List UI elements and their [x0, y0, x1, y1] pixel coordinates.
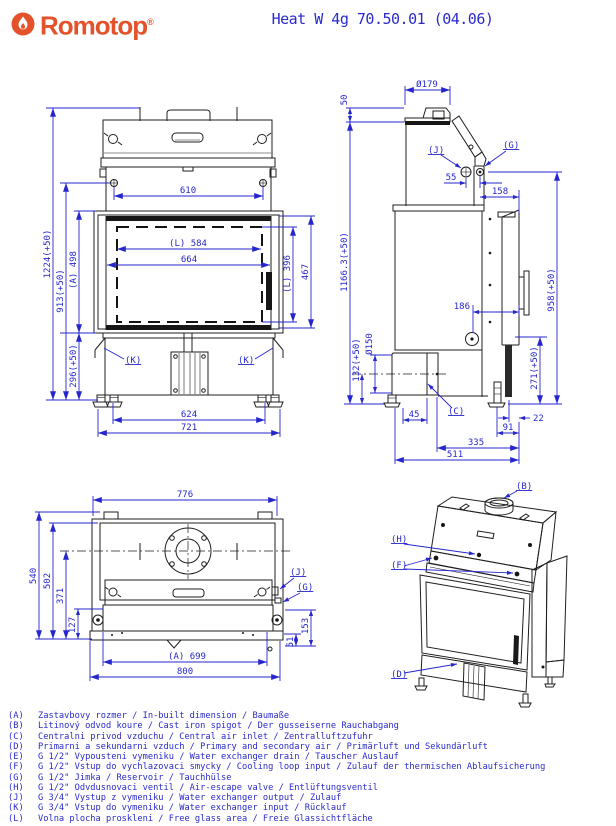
dim-top-502: 502	[43, 573, 53, 589]
dim-front-1224: 1224(+50)	[43, 230, 53, 279]
dim-top-51: 51	[286, 637, 296, 648]
label-iso-h: (H)	[391, 535, 407, 545]
dim-front-664: 664	[181, 255, 197, 265]
free-glass-area	[116, 226, 263, 323]
legend-text: G 1/2" Odvdusnovaci ventil / Air-escape …	[38, 782, 378, 793]
legend-item: (B) Litinový odvod koure / Cast iron spig…	[8, 721, 545, 731]
dim-front-624: 624	[181, 410, 197, 420]
legend-text: Primarni a sekundarni vzduch / Primary a…	[38, 741, 488, 752]
dim-front-610: 610	[180, 186, 196, 196]
legend-item: (C) Centralni privod vzduchu / Central ai…	[8, 732, 545, 742]
legend-item: (F) G 1/2" Vstup do vychlazovaci smycky /…	[8, 762, 545, 772]
legend-item: (D) Primarni a sekundarni vzduch / Primar…	[8, 742, 545, 752]
legend-key: (E)	[8, 752, 24, 762]
legend-text: G 1/2" Jimka / Reservoir / Tauchhülse	[38, 772, 232, 783]
legend-text: G 3/4" Vstup do vymeniku / Water exchang…	[38, 803, 347, 814]
dim-front-498: (A) 498	[69, 251, 79, 289]
dim-side-150: Ø150	[364, 333, 375, 355]
dim-front-296: 296(+50)	[69, 344, 79, 387]
legend-item: (L) Volna plocha proskleni / Free glass a…	[8, 814, 545, 824]
legend-key: (K)	[8, 803, 24, 814]
label-top-g: (G)	[297, 583, 313, 593]
legend-item: (J) G 3/4" Vystup z vymeniku / Water exch…	[8, 793, 545, 803]
dim-top-776: 776	[177, 490, 193, 500]
side-view-outline	[352, 107, 530, 408]
dim-top-540: 540	[29, 568, 39, 584]
dim-side-271: 271(+50)	[530, 346, 540, 389]
flame-icon	[11, 12, 35, 36]
drawing-title: Heat W 4g 70.50.01 (04.06)	[271, 10, 494, 28]
dim-side-179: Ø179	[416, 79, 438, 90]
top-view-dimensions: 776 540 502 371 127 (J) (G) 153	[29, 490, 316, 681]
dim-side-1166: 1166.3(+50)	[340, 232, 350, 292]
iso-view: (B) (H) (F) (D)	[391, 482, 568, 708]
romotop-logo: Romotop®	[10, 9, 154, 41]
label-front-k-right: (K)	[238, 356, 254, 366]
legend-item: (K) G 3/4" Vstup do vymeniku / Water exch…	[8, 803, 545, 813]
legend: (A) Zastavbovy rozmer / In-built dimensio…	[8, 711, 545, 824]
legend-text: Zastavbovy rozmer / In-built dimension /…	[38, 711, 290, 721]
legend-item: (E) G 1/2" Vypousteni vymeniku / Water ex…	[8, 752, 545, 762]
registered-mark: ®	[147, 17, 154, 27]
front-view-outline	[92, 107, 284, 408]
label-iso-d: (D)	[391, 670, 407, 680]
legend-item: (G) G 1/2" Jimka / Reservoir / Tauchhülse	[8, 773, 545, 783]
dim-front-467: 467	[301, 264, 311, 280]
dim-side-186: 186	[454, 302, 470, 312]
dim-top-800: 800	[177, 667, 193, 677]
legend-key: (C)	[8, 731, 24, 742]
side-view: Ø179 50 (J) (G) 55 158 186	[340, 79, 562, 464]
iso-view-outline	[414, 496, 568, 708]
dim-front-721: 721	[181, 423, 197, 433]
legend-key: (F)	[8, 762, 24, 773]
dim-top-699: (A) 699	[168, 652, 206, 662]
iso-view-labels: (B) (H) (F) (D)	[391, 482, 532, 680]
dim-side-132: 132(+50)	[352, 338, 362, 381]
dim-top-153: 153	[301, 618, 311, 634]
label-top-j: (J)	[290, 568, 306, 578]
legend-key: (A)	[8, 711, 24, 721]
legend-item: (A) Zastavbovy rozmer / In-built dimensio…	[8, 711, 545, 721]
dim-side-45: 45	[409, 410, 420, 420]
dim-side-91: 91	[503, 423, 514, 433]
side-view-dimensions: Ø179 50 (J) (G) 55 158 186	[340, 79, 562, 464]
logo-wordmark: Romotop®	[40, 10, 154, 41]
legend-text: Centralni privod vzduchu / Central air i…	[38, 731, 373, 742]
dim-top-127: 127	[68, 617, 78, 633]
dim-front-913: 913(+50)	[56, 269, 66, 312]
label-iso-b: (B)	[516, 482, 532, 492]
label-iso-f: (F)	[391, 561, 407, 571]
legend-text: Volna plocha proskleni / Free glass area…	[38, 813, 373, 824]
legend-item: (H) G 1/2" Odvdusnovaci ventil / Air-esca…	[8, 783, 545, 793]
legend-key: (B)	[8, 721, 24, 732]
front-view: 610 (L) 584 664 (L) 396 467 1224(+50) 91…	[43, 107, 315, 437]
legend-text: G 1/2" Vypousteni vymeniku / Water excha…	[38, 752, 399, 762]
dim-side-22: 22	[533, 414, 544, 424]
label-side-c: (C)	[448, 407, 464, 417]
legend-text: G 1/2" Vstup do vychlazovaci smycky / Co…	[38, 762, 546, 773]
dim-front-584: (L) 584	[169, 239, 207, 249]
dim-top-371: 371	[56, 588, 66, 604]
dim-side-55: 55	[446, 173, 457, 183]
dim-side-958: 958(+50)	[547, 268, 557, 311]
dim-side-158: 158	[492, 187, 508, 197]
dim-side-50: 50	[340, 95, 350, 106]
label-front-k-left: (K)	[125, 356, 141, 366]
legend-key: (H)	[8, 782, 24, 793]
top-view: 776 540 502 371 127 (J) (G) 153	[29, 490, 316, 681]
legend-text: Litinový odvod koure / Cast iron spigot …	[38, 721, 399, 732]
legend-key: (J)	[8, 793, 24, 803]
front-view-dimensions: 610 (L) 584 664 (L) 396 467 1224(+50) 91…	[43, 107, 315, 437]
dim-side-335: 335	[468, 438, 484, 448]
dim-side-511: 511	[447, 450, 463, 460]
top-view-outline	[60, 511, 290, 652]
legend-key: (D)	[8, 741, 24, 752]
dim-front-396: (L) 396	[283, 255, 293, 293]
label-side-j: (J)	[428, 146, 444, 156]
legend-key: (G)	[8, 772, 24, 783]
label-side-g: (G)	[503, 141, 519, 151]
legend-text: G 3/4" Vystup z vymeniku / Water exchang…	[38, 793, 342, 803]
legend-key: (L)	[8, 813, 24, 824]
